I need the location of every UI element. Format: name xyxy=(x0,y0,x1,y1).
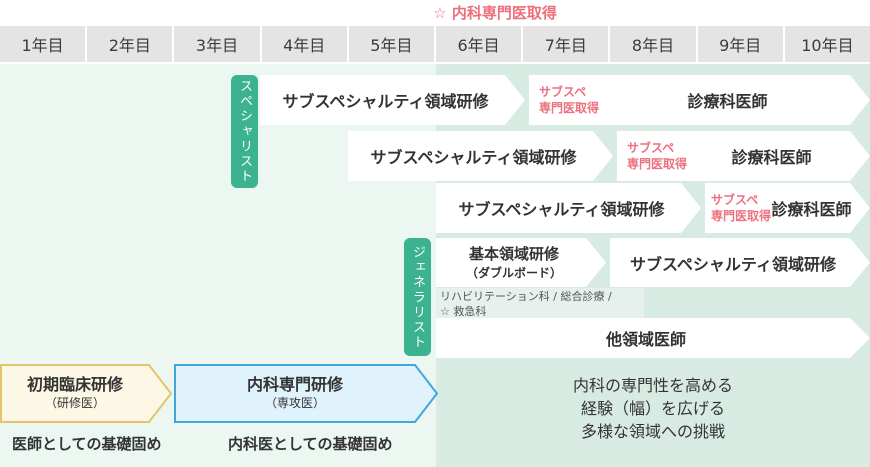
yellow-arrow-shape xyxy=(0,364,172,423)
year-4: 4年目 xyxy=(261,26,347,62)
initial-training-caption: 医師としての基礎固め xyxy=(12,435,162,453)
subspecialty-training-arrow-1: サブスペシャルティ領域研修 xyxy=(260,75,525,125)
internal-training-caption: 内科医としての基礎固め xyxy=(228,435,393,453)
initial-clinical-training-text: 初期臨床研修 （研修医） xyxy=(26,375,123,411)
subspecialty-training-arrow-3: サブスペシャルティ領域研修 xyxy=(436,183,701,233)
specialist-tab: スペシャリスト xyxy=(231,75,258,188)
generalist-tab: ジェネラリスト xyxy=(404,238,431,356)
subspecialty-training-label: サブスペシャルティ領域研修 xyxy=(458,200,665,219)
year-7: 7年目 xyxy=(523,26,609,62)
subspecialty-training-label: サブスペシャルティ領域研修 xyxy=(370,148,577,167)
year-2: 2年目 xyxy=(87,26,173,62)
internal-medicine-training-arrow: 内科専門研修 （専攻医） xyxy=(174,364,438,423)
subspecialty-certification-label: サブスペ専門医取得 xyxy=(539,84,600,115)
clinical-department-doctor-label: 診療科医師 xyxy=(731,148,812,167)
other-field-doctor-arrow: 他領域医師 xyxy=(436,318,870,358)
subspecialty-certification-label: サブスペ専門医取得 xyxy=(711,192,772,223)
clinical-department-doctor-label: 診療科医師 xyxy=(687,92,768,111)
year-8: 8年目 xyxy=(610,26,696,62)
initial-clinical-training-arrow: 初期臨床研修 （研修医） xyxy=(0,364,172,423)
internal-medicine-training-text: 内科専門研修 （専攻医） xyxy=(246,375,343,411)
clinical-department-doctor-label: 診療科医師 xyxy=(771,200,852,219)
blue-arrow-shape xyxy=(174,364,438,423)
year-3: 3年目 xyxy=(174,26,260,62)
internal-medicine-certification-title: ☆ 内科専門医取得 xyxy=(433,4,557,22)
year-6: 6年目 xyxy=(435,26,522,62)
basic-field-training-label: 基本領域研修 （ダブルボード） xyxy=(465,245,562,280)
specialist-outcome-arrow-3: サブスペ専門医取得 診療科医師 xyxy=(705,183,870,233)
generalist-subspecialty-arrow: サブスペシャルティ領域研修 xyxy=(610,238,870,287)
specialist-outcome-arrow-1: サブスペ専門医取得 診療科医師 xyxy=(529,75,870,125)
year-10: 10年目 xyxy=(784,26,870,62)
basic-field-examples-note: リハビリテーション科 / 総合診療 / ☆ 救急科 xyxy=(436,288,644,318)
subspecialty-training-label: サブスペシャルティ領域研修 xyxy=(630,254,836,274)
year-1: 1年目 xyxy=(0,26,86,62)
subspecialty-training-label: サブスペシャルティ領域研修 xyxy=(282,92,489,111)
career-expansion-text: 内科の専門性を高める 経験（幅）を広げる 多様な領域への挑戦 xyxy=(572,376,733,441)
subspecialty-training-arrow-2: サブスペシャルティ領域研修 xyxy=(348,131,613,181)
basic-field-training-arrow: 基本領域研修 （ダブルボード） xyxy=(436,238,606,287)
year-9: 9年目 xyxy=(697,26,783,62)
year-header: 1年目 2年目 3年目 4年目 5年目 6年目 7年目 8年目 9年目 10年目 xyxy=(0,26,870,62)
subspecialty-certification-label: サブスペ専門医取得 xyxy=(627,140,688,171)
other-field-doctor-label: 他領域医師 xyxy=(605,330,686,349)
specialist-outcome-arrow-2: サブスペ専門医取得 診療科医師 xyxy=(617,131,870,181)
year-5: 5年目 xyxy=(348,26,434,62)
